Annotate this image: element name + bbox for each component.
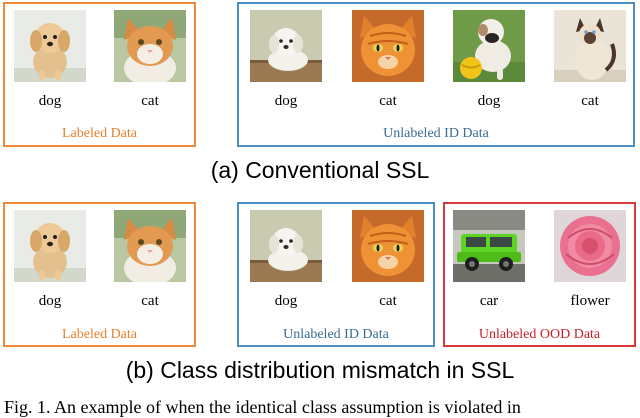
orange-cat-image — [352, 10, 424, 82]
unlabeled-id-data-box-b — [237, 202, 435, 347]
subfigure-a-title: (a) Conventional SSL — [210, 157, 430, 183]
orange-white-cat-image — [114, 10, 186, 82]
bulldog-image — [453, 10, 525, 82]
item-label: dog — [477, 93, 501, 109]
item-label: cat — [379, 93, 397, 109]
item-label: cat — [141, 93, 159, 109]
item-label: cat — [141, 293, 159, 309]
item-label: cat — [581, 93, 599, 109]
labeled-data-box-a — [3, 2, 196, 147]
item-label: dog — [274, 93, 298, 109]
orange-white-cat-image — [114, 210, 186, 282]
labeled-data-caption: Labeled Data — [61, 327, 137, 342]
item-label: cat — [379, 293, 397, 309]
green-suv-image — [453, 210, 525, 282]
unlabeled-id-data-box-a — [237, 2, 635, 147]
puppy-image — [14, 210, 86, 282]
white-puppy-image — [250, 10, 322, 82]
subfigure-b-title: (b) Class distribution mismatch in SSL — [125, 357, 515, 383]
item-label: car — [479, 293, 499, 309]
item-label: dog — [38, 93, 62, 109]
item-label: dog — [38, 293, 62, 309]
unlabeled-id-data-caption: Unlabeled ID Data — [283, 327, 389, 342]
pink-rose-image — [554, 210, 626, 282]
unlabeled-id-data-caption: Unlabeled ID Data — [383, 126, 489, 141]
white-puppy-image — [250, 210, 322, 282]
item-label: flower — [570, 293, 610, 309]
puppy-image — [14, 10, 86, 82]
siamese-cat-image — [554, 10, 626, 82]
figure-caption: Fig. 1. An example of when the identical… — [4, 397, 521, 417]
labeled-data-box-b — [3, 202, 196, 347]
item-label: dog — [274, 293, 298, 309]
labeled-data-caption: Labeled Data — [61, 126, 137, 141]
orange-cat-image — [352, 210, 424, 282]
unlabeled-ood-data-caption: Unlabeled OOD Data — [478, 327, 601, 342]
unlabeled-ood-data-box — [443, 202, 636, 347]
